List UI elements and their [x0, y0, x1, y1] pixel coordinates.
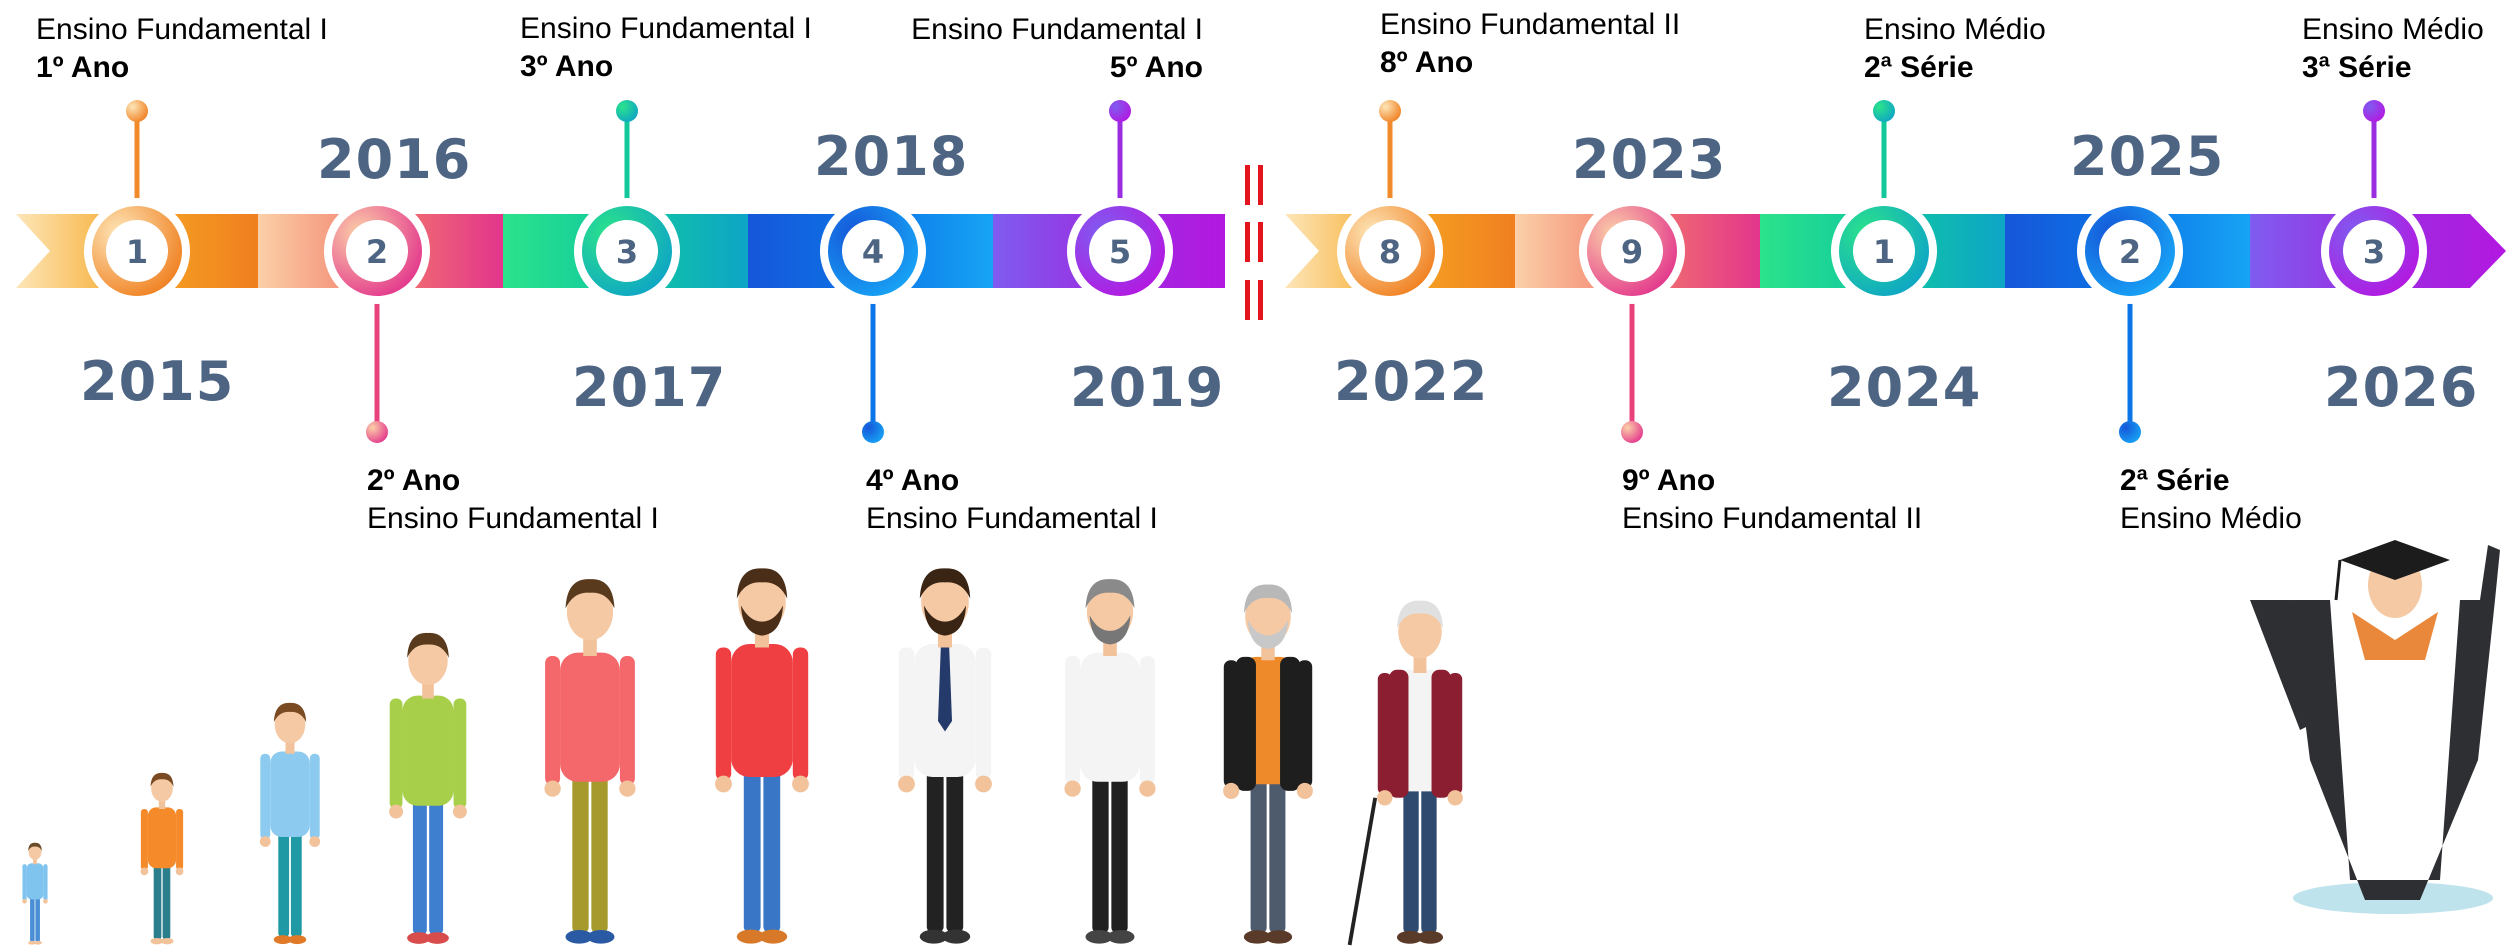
- marker-number-8: 1: [1873, 233, 1895, 271]
- label-4: 4º Ano Ensino Fundamental I: [866, 462, 1158, 538]
- connector-dot-5: [1109, 100, 1131, 122]
- year-2025: 2025: [2070, 125, 2225, 188]
- label-em-3: Ensino Médio 3ª Série: [2302, 11, 2484, 87]
- marker-inner-9: [2099, 220, 2161, 282]
- marker-number-5: 5: [1109, 233, 1131, 271]
- year-2023: 2023: [1572, 128, 1727, 191]
- toddler-figure: [140, 772, 184, 945]
- label-9-level: Ensino Fundamental II: [1622, 502, 1923, 535]
- marker-inner-10: [2343, 220, 2405, 282]
- graduate-left-arm: [2250, 600, 2320, 730]
- year-2022: 2022: [1334, 350, 1489, 413]
- connector-dot-4: [862, 421, 884, 443]
- connector-dot-9: [2119, 421, 2141, 443]
- year-2016: 2016: [317, 128, 472, 191]
- label-8-level: Ensino Fundamental II: [1380, 8, 1681, 41]
- year-2017: 2017: [572, 356, 727, 419]
- marker-number-7: 9: [1621, 233, 1643, 271]
- businessman-figure: [898, 568, 992, 944]
- marker-number-4: 4: [862, 233, 884, 271]
- marker-inner-1: [106, 220, 168, 282]
- label-3: Ensino Fundamental I 3º Ano: [520, 10, 812, 86]
- year-2026: 2026: [2324, 356, 2479, 419]
- young-man-figure: [544, 579, 636, 944]
- child-figure: [259, 702, 321, 945]
- label-2-level: Ensino Fundamental I: [367, 502, 659, 535]
- label-em-2-level: Ensino Médio: [1864, 13, 2046, 46]
- break-mark-left-2: [1245, 222, 1250, 262]
- label-4-grade: 4º Ano: [866, 464, 960, 497]
- label-5-grade: 5º Ano: [1109, 51, 1203, 84]
- label-1: Ensino Fundamental I 1º Ano: [36, 11, 328, 87]
- year-2024: 2024: [1827, 356, 1982, 419]
- teen-figure: [389, 632, 467, 944]
- marker-inner-3: [596, 220, 658, 282]
- year-2019: 2019: [1070, 356, 1225, 419]
- label-9-grade: 9º Ano: [1622, 464, 1716, 497]
- label-9: 9º Ano Ensino Fundamental II: [1622, 462, 1922, 538]
- middle-aged-man-figure: [1064, 579, 1156, 944]
- break-mark-right-1: [1258, 165, 1263, 205]
- break-mark-right-3: [1258, 280, 1263, 320]
- connector-dot-8: [1873, 100, 1895, 122]
- label-em-2b-grade: 2ª Série: [2120, 464, 2230, 497]
- graduate-figure: [2250, 540, 2500, 914]
- marker-number-10: 3: [2363, 233, 2385, 271]
- marker-number-9: 2: [2119, 233, 2141, 271]
- older-man-figure: [1223, 584, 1313, 944]
- break-mark-left-1: [1245, 165, 1250, 205]
- label-em-2b: 2ª Série Ensino Médio: [2120, 462, 2302, 538]
- label-5: Ensino Fundamental I 5º Ano: [911, 11, 1203, 87]
- marker-inner-4: [842, 220, 904, 282]
- label-em-3-level: Ensino Médio: [2302, 13, 2484, 46]
- marker-number-1: 1: [126, 233, 148, 271]
- label-5-level: Ensino Fundamental I: [911, 13, 1203, 46]
- marker-inner-8: [1853, 220, 1915, 282]
- label-1-level: Ensino Fundamental I: [36, 13, 328, 46]
- marker-number-3: 3: [616, 233, 638, 271]
- label-3-grade: 3º Ano: [520, 50, 614, 83]
- label-4-level: Ensino Fundamental I: [866, 502, 1158, 535]
- connector-dot-3: [616, 100, 638, 122]
- elderly-man-figure: [1347, 600, 1463, 946]
- label-em-2-grade: 2ª Série: [1864, 51, 1974, 84]
- label-em-2: Ensino Médio 2ª Série: [1864, 11, 2046, 87]
- graduate-gown: [2290, 600, 2495, 900]
- label-2-grade: 2º Ano: [367, 464, 461, 497]
- connector-dot-1: [126, 100, 148, 122]
- year-2015: 2015: [80, 350, 235, 413]
- graduate-right-arm: [2480, 545, 2500, 600]
- connector-dot-7: [1621, 421, 1643, 443]
- year-2018: 2018: [814, 125, 969, 188]
- marker-number-6: 8: [1379, 233, 1401, 271]
- label-em-3-grade: 3ª Série: [2302, 51, 2412, 84]
- break-mark-right-2: [1258, 222, 1263, 262]
- label-3-level: Ensino Fundamental I: [520, 12, 812, 45]
- label-2: 2º Ano Ensino Fundamental I: [367, 462, 659, 538]
- connector-dot-10: [2363, 100, 2385, 122]
- graduate-cap: [2340, 540, 2450, 580]
- marker-inner-6: [1359, 220, 1421, 282]
- graduate-stole: [2352, 612, 2438, 660]
- label-1-grade: 1º Ano: [36, 51, 130, 84]
- baby-figure: [22, 842, 48, 945]
- bearded-man-figure: [715, 568, 809, 944]
- graduate-tassel: [2334, 559, 2342, 601]
- connector-dot-6: [1379, 100, 1401, 122]
- connector-dot-2: [366, 421, 388, 443]
- label-8-grade: 8º Ano: [1380, 46, 1474, 79]
- break-mark-left-3: [1245, 280, 1250, 320]
- marker-number-2: 2: [366, 233, 388, 271]
- marker-inner-5: [1089, 220, 1151, 282]
- label-8: Ensino Fundamental II 8º Ano: [1380, 6, 1680, 82]
- marker-inner-7: [1601, 220, 1663, 282]
- label-em-2b-level: Ensino Médio: [2120, 502, 2302, 535]
- marker-inner-2: [346, 220, 408, 282]
